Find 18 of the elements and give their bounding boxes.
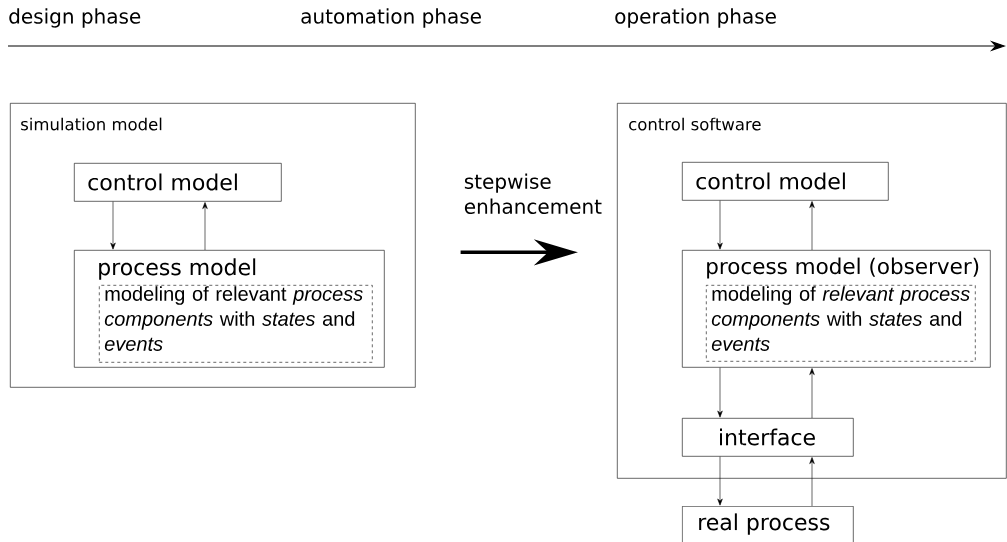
arrow [202,202,208,251]
arrow [717,456,723,506]
process-box: interface [682,418,854,457]
arrow [809,457,815,507]
phase-label: automation phase [301,8,481,28]
dashed-box: modeling of relevant process components with states and events [99,285,373,363]
process-box: real process [682,506,854,542]
edge-label: stepwise enhancement [464,173,602,214]
arrow [809,201,815,251]
arrow [717,367,723,418]
phase-label: design phase [9,8,141,28]
process-box: control model [682,162,889,201]
arrow [809,368,815,419]
arrow [717,200,723,250]
process-box: control model [74,163,282,202]
dashed-box: modeling of relevant process components with states and events [706,285,976,362]
phase-label: operation phase [615,8,776,28]
arrow [110,201,116,250]
